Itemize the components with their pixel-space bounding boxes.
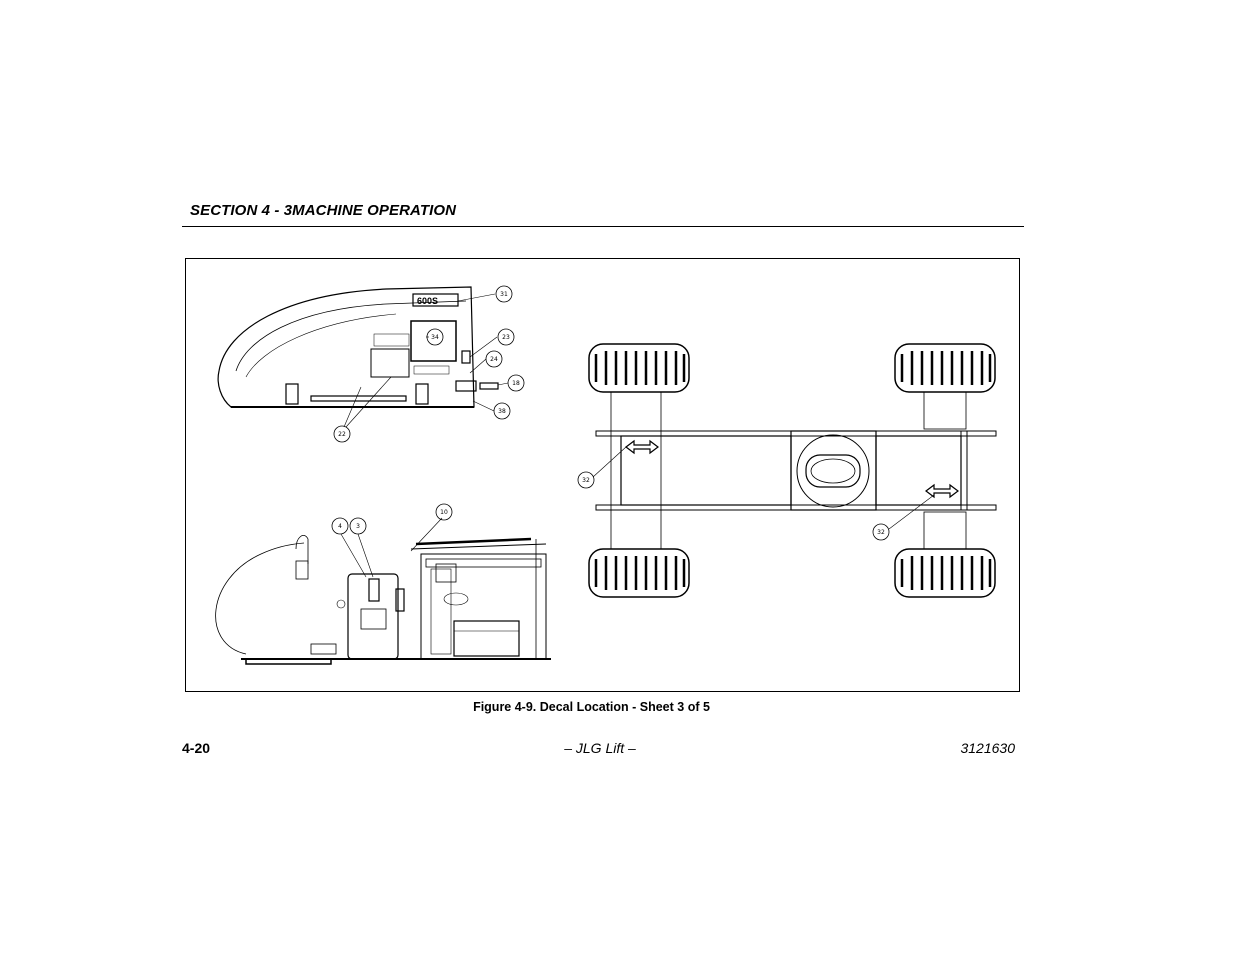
decal-location-figure: 600S 31 34 23 24 18 38 — [185, 258, 1020, 692]
callout-23: 23 — [502, 334, 510, 341]
footer-publisher: – JLG Lift – — [564, 740, 636, 756]
callout-labels-interior: 4 3 10 — [338, 509, 448, 530]
callout-22: 22 — [338, 431, 346, 438]
callout-10: 10 — [440, 509, 448, 516]
callout-circles-interior — [331, 503, 453, 535]
callout-labels-chassis: 32 32 — [582, 477, 885, 536]
callout-38: 38 — [498, 408, 506, 415]
callout-34: 34 — [431, 334, 439, 341]
callout-labels-side-view: 31 34 23 24 18 38 22 — [338, 291, 520, 438]
callout-32-rear: 32 — [877, 529, 885, 536]
chassis-top-view — [588, 343, 997, 598]
figure-caption: Figure 4-9. Decal Location - Sheet 3 of … — [473, 700, 710, 714]
callout-leaders-side-view — [343, 293, 509, 428]
machine-badge: 600S — [417, 296, 438, 306]
document-number: 3121630 — [960, 740, 1015, 756]
callout-32-front: 32 — [582, 477, 590, 484]
turntable-interior-view — [215, 535, 551, 665]
callout-circles-chassis — [577, 471, 890, 541]
callout-24: 24 — [490, 356, 498, 363]
section-title: SECTION 4 - 3MACHINE OPERATION — [190, 202, 457, 219]
callout-31: 31 — [500, 291, 508, 298]
page-number: 4-20 — [182, 740, 211, 756]
turntable-cover-side-view — [217, 286, 499, 408]
callout-3: 3 — [356, 523, 360, 530]
callout-circles-side-view — [333, 285, 525, 443]
callout-18: 18 — [512, 380, 520, 387]
header-divider — [182, 226, 1024, 227]
callout-leaders-chassis — [592, 446, 935, 530]
callout-leaders-interior — [340, 517, 443, 578]
callout-4: 4 — [338, 523, 342, 530]
